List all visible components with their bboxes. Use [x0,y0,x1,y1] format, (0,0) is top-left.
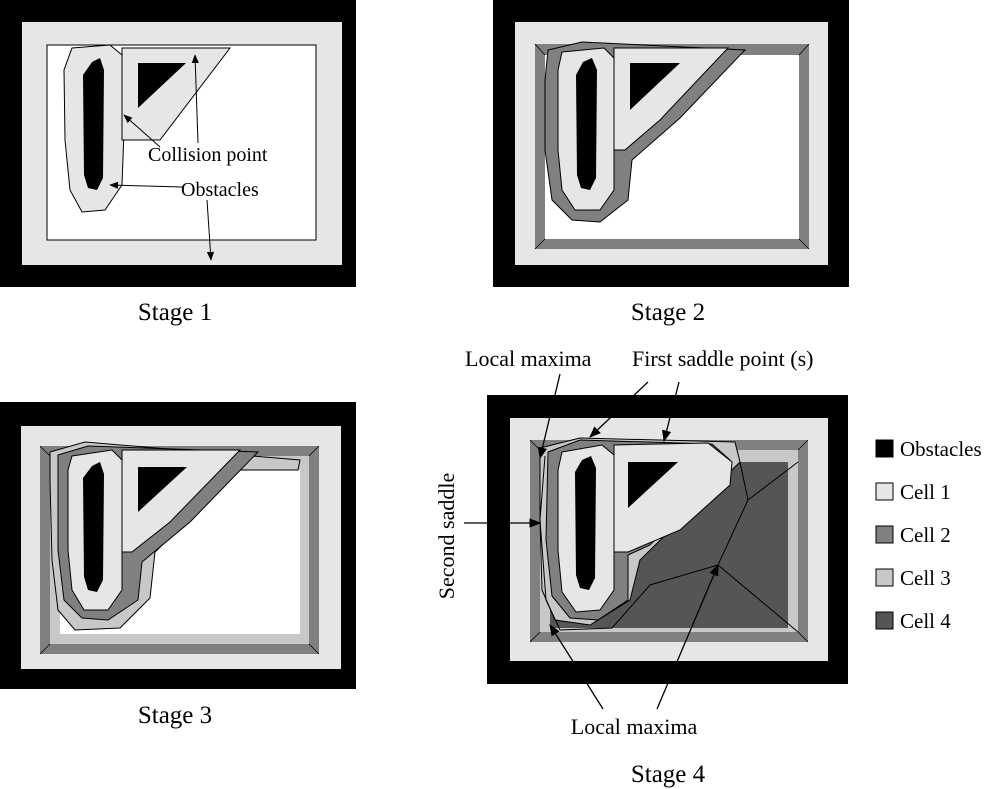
legend-item-obstacles: Obstacles [875,437,982,461]
obstacles-arrow-down [206,199,215,261]
legend-swatch-cell-1 [875,482,894,501]
stage-4-label: Stage 4 [631,761,706,788]
first-saddle-label: First saddle point (s) [632,346,814,371]
legend-label-obstacles: Obstacles [900,437,982,461]
legend-label-cell-1: Cell 1 [900,480,951,504]
obstacles-label: Obstacles [181,179,259,201]
stage-4-panel: Local maxima First saddle point (s) Seco… [434,346,848,788]
stage-2-frame-bevels [534,43,810,250]
stage-3-label: Stage 3 [138,702,212,729]
stage-2-panel: Stage 2 [493,0,849,326]
legend-swatch-cell-3 [875,568,894,587]
second-saddle-label: Second saddle [434,473,459,599]
stage-1-triangle-obstacle [138,63,186,108]
local-maxima-top-arrow [537,373,561,460]
stage-3-frame-bevels [39,445,320,655]
stage-4-medial-lines [539,455,799,633]
local-maxima-top-label: Local maxima [465,346,592,371]
legend-item-cell-2: Cell 2 [875,523,951,547]
collision-arrow-up [191,54,199,144]
stage-3-pillar-obstacle [83,462,104,592]
stage-3-panel: Stage 3 [0,402,356,729]
local-maxima-bottom-arrow-left [549,624,604,710]
collision-point-label: Collision point [148,144,268,166]
obstacles-arrow-left [109,181,184,189]
local-maxima-bottom-arrow-right [656,563,719,710]
legend-swatch-cell-2 [875,525,894,544]
local-maxima-bottom-label: Local maxima [571,714,698,739]
first-saddle-arrow-right [662,381,680,443]
stage-4-triangle-obstacle [628,462,678,508]
legend-label-cell-3: Cell 3 [900,566,951,590]
collision-arrow-left [123,114,161,148]
first-saddle-arrow-left [589,381,649,438]
stage-3-triangle-obstacle [138,467,187,512]
legend: Obstacles Cell 1 Cell 2 Cell 3 Cell 4 [875,437,982,633]
stage-4-pillar-obstacle [575,456,596,590]
legend-label-cell-2: Cell 2 [900,523,951,547]
stage-2-pillar-obstacle [576,58,597,190]
legend-item-cell-4: Cell 4 [875,609,951,633]
stage-1-label: Stage 1 [138,299,212,326]
stage-2-triangle-obstacle [630,63,680,110]
legend-item-cell-3: Cell 3 [875,566,951,590]
legend-swatch-cell-4 [875,611,894,630]
legend-item-cell-1: Cell 1 [875,480,951,504]
legend-swatch-obstacles [875,439,894,458]
legend-label-cell-4: Cell 4 [900,609,951,633]
stage-1-panel: Collision point Obstacles Stage 1 [0,0,356,326]
stage-2-label: Stage 2 [631,299,705,326]
stage-1-pillar-obstacle [83,58,104,190]
